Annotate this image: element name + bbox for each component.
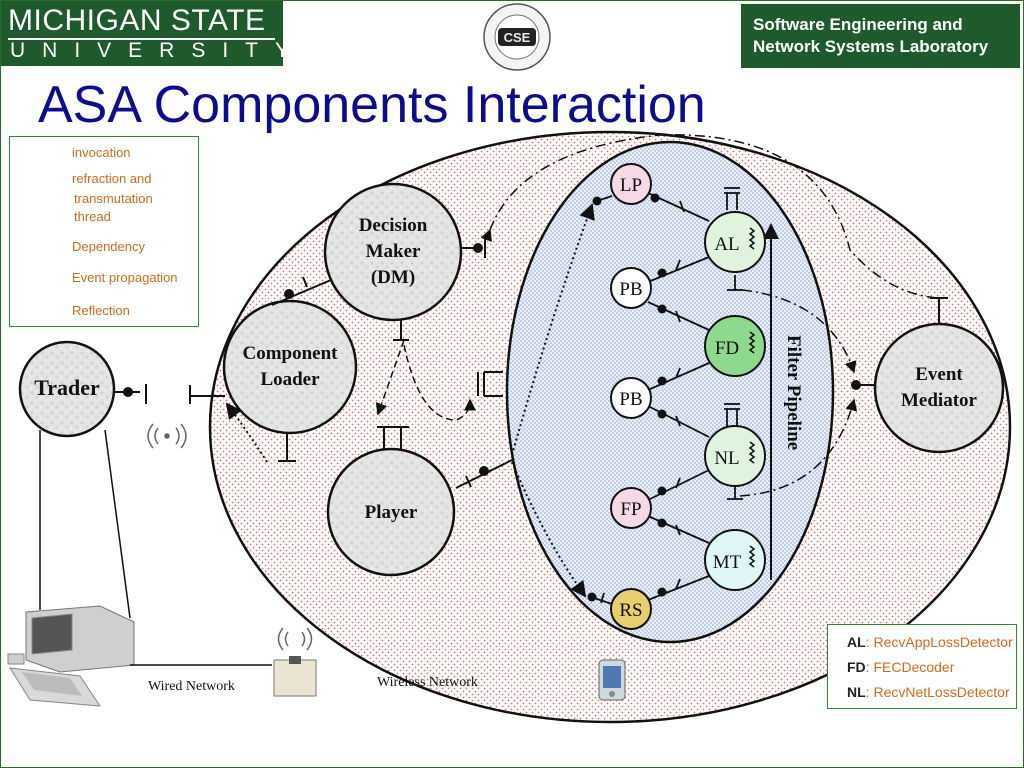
definition-row: FD: FECDecoder xyxy=(847,659,955,675)
definition-row: NL: RecvNetLossDetector xyxy=(847,684,1010,700)
lab-banner-line1: Software Engineering and xyxy=(753,15,963,34)
msu-logo-line2: UNIVERSITY xyxy=(10,39,307,62)
component-loader-node[interactable] xyxy=(222,299,358,435)
legend-refraction-label-2: transmutation xyxy=(74,191,153,206)
filter-mt-label: MT xyxy=(713,552,742,573)
filter-pb-2-label: PB xyxy=(619,389,642,410)
trader-node[interactable] xyxy=(18,340,116,438)
filter-nl-label: NL xyxy=(714,448,739,469)
filter-pb-1[interactable] xyxy=(610,267,652,309)
filter-fp-label: FP xyxy=(620,499,641,520)
filter-fd-label: FD xyxy=(715,338,739,359)
filter-rs-label: RS xyxy=(619,600,642,621)
player-node[interactable] xyxy=(326,447,456,577)
filter-rs[interactable] xyxy=(610,588,652,630)
wireless-waves-icon xyxy=(147,423,187,449)
filter-al[interactable] xyxy=(704,211,766,273)
lab-banner: Software Engineering and Network Systems… xyxy=(741,4,1020,68)
dept-seal: CSE xyxy=(483,3,551,71)
player-label: Player xyxy=(364,502,418,523)
event-mediator-label: Event Mediator xyxy=(901,364,977,411)
filter-pb-1-label: PB xyxy=(619,279,642,300)
decision-maker-node[interactable] xyxy=(323,182,463,322)
filter-lp-label: LP xyxy=(620,175,642,196)
filter-mt[interactable] xyxy=(704,529,766,591)
filter-fd[interactable] xyxy=(704,315,766,377)
definitions-box: AL: RecvAppLossDetector FD: FECDecoder N… xyxy=(827,624,1017,709)
legend-invocation-label: invocation xyxy=(72,145,131,160)
legend-dependency-label: Dependency xyxy=(72,239,145,254)
legend-refraction-label: refraction and xyxy=(72,171,152,186)
msu-logo-rule xyxy=(8,38,275,40)
legend-box: invocation refraction and transmutation … xyxy=(9,136,199,327)
legend-reflection-label: Reflection xyxy=(72,303,130,318)
legend-event-propagation-label: Event propagation xyxy=(72,270,178,285)
component-loader-label: Component Loader xyxy=(242,343,338,390)
trader-label: Trader xyxy=(34,375,100,400)
filter-al-label: AL xyxy=(714,234,739,255)
dept-seal-text: CSE xyxy=(504,30,531,45)
definition-row: AL: RecvAppLossDetector xyxy=(847,634,1013,650)
wireless-network-label: Wireless Network xyxy=(377,675,478,690)
access-point-icon xyxy=(273,627,317,697)
filter-pipeline-label: Filter Pipeline xyxy=(783,335,804,450)
filter-lp[interactable] xyxy=(610,163,652,205)
decision-maker-label: Decision Maker (DM) xyxy=(358,215,428,288)
msu-logo: MICHIGAN STATE UNIVERSITY xyxy=(0,0,289,66)
lab-banner-line2: Network Systems Laboratory xyxy=(753,37,989,56)
msu-logo-line1: MICHIGAN STATE xyxy=(8,4,266,37)
filter-nl[interactable] xyxy=(704,425,766,487)
trader-invocation xyxy=(114,384,225,404)
filter-fp[interactable] xyxy=(610,487,652,529)
legend-refraction-label-3: thread xyxy=(74,209,111,224)
computer-icon xyxy=(7,605,135,707)
wired-network-label: Wired Network xyxy=(148,679,235,694)
pda-icon xyxy=(598,659,626,701)
filter-pb-2[interactable] xyxy=(610,377,652,419)
page-title: ASA Components Interaction xyxy=(38,76,706,134)
